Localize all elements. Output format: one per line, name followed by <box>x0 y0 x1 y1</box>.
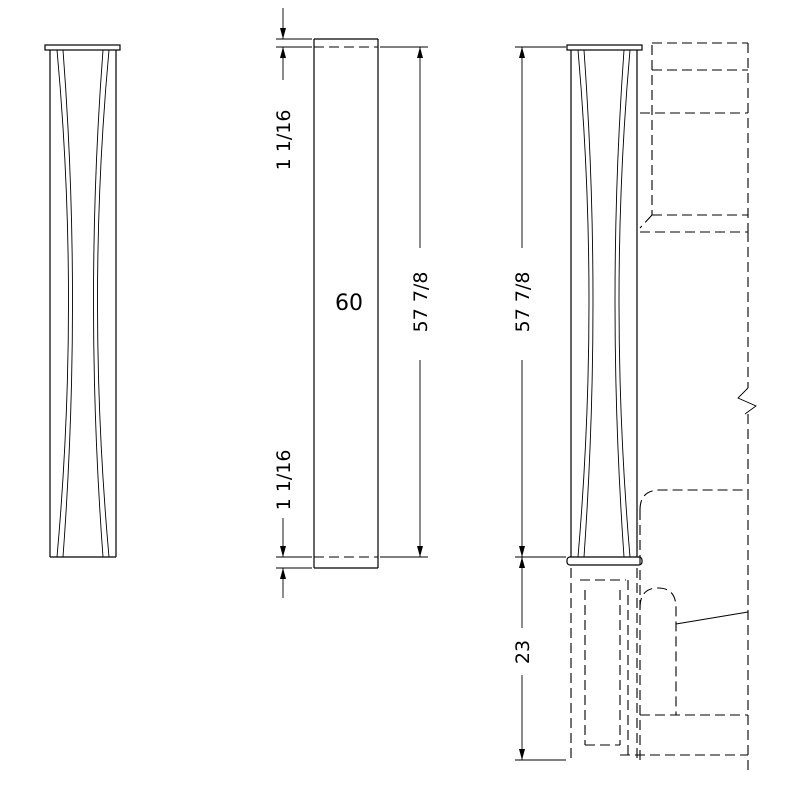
board-label: 60 <box>335 291 363 316</box>
board-height-dimension: 57 7/8 <box>380 46 432 558</box>
bottom-reveal-label: 1 1/16 <box>273 450 295 511</box>
board-panel: 60 <box>313 38 379 569</box>
top-reveal-label: 1 1/16 <box>273 110 295 171</box>
bottom-reveal-dimension: 1 1/16 <box>273 450 312 598</box>
left-column-elevation <box>44 44 121 558</box>
top-reveal-dimension: 1 1/16 <box>273 8 312 170</box>
assembly-elevation <box>566 42 757 770</box>
pedestal-height-dimension: 23 <box>512 557 566 761</box>
column-height-dimension: 57 7/8 <box>512 46 566 558</box>
board-height-label: 57 7/8 <box>410 272 432 333</box>
pedestal-height-label: 23 <box>512 640 534 664</box>
column-height-label: 57 7/8 <box>512 272 534 333</box>
